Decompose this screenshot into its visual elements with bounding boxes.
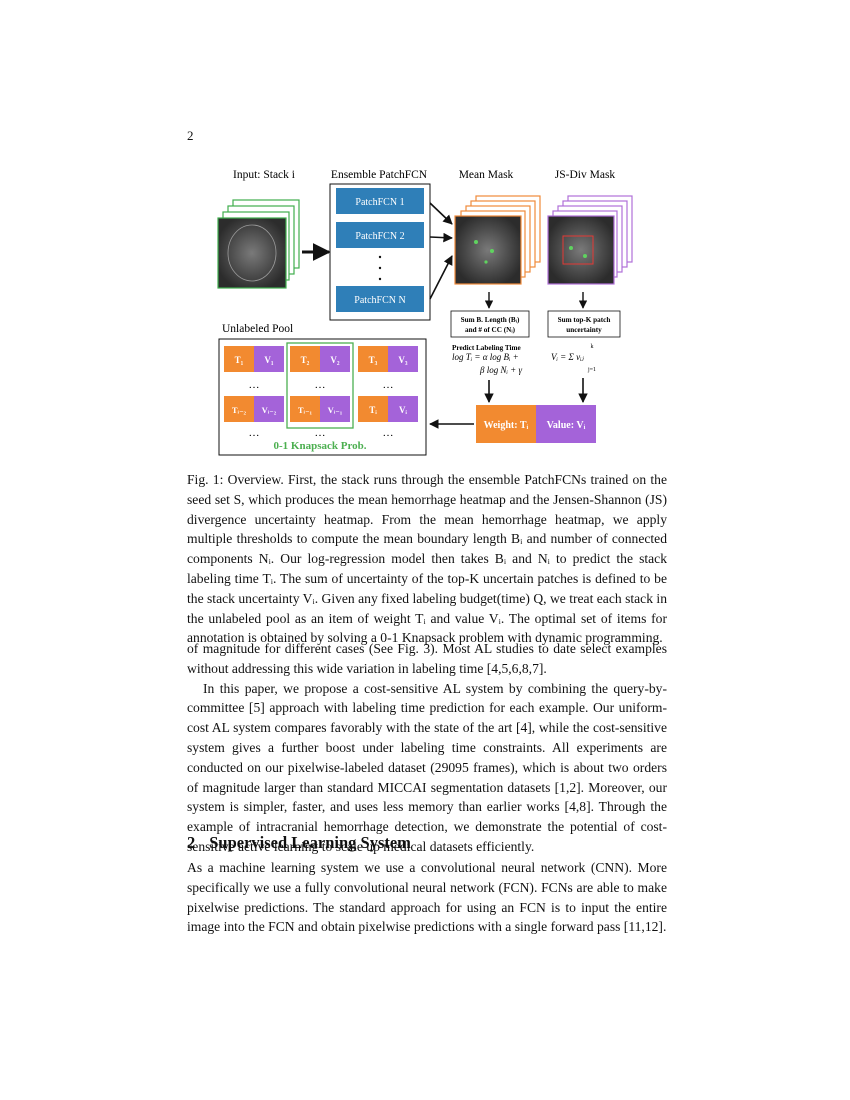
knapsack-label: 0-1 Knapsack Prob. [273,440,366,452]
patchfcn-n-label: PatchFCN N [354,295,405,306]
value-block [536,405,596,443]
svg-text:…: … [315,379,326,391]
js-div-mask-stack [547,195,633,285]
svg-text:V₃: V₃ [398,355,407,365]
svg-text:…: … [383,379,394,391]
value-eq: Vᵢ = Σ vᵢⱼ [551,352,585,362]
weight-label: Weight: Tᵢ [484,420,529,431]
svg-text:V₂: V₂ [330,355,339,365]
sum-topk-box [547,310,621,338]
svg-text:…: … [315,427,326,439]
figure-caption: Fig. 1: Overview. First, the stack runs … [187,472,667,646]
svg-text:Tᵢ₋₂: Tᵢ₋₂ [232,405,247,415]
section-number: 2 [187,833,196,852]
page-number: 2 [187,128,194,143]
svg-text:Sum B. Length (Bᵢ): Sum B. Length (Bᵢ) [461,316,520,324]
pool-label: Unlabeled Pool [222,323,293,335]
section-title: Supervised Learning System [209,833,411,852]
svg-text:Sum top-K patch: Sum top-K patch [558,316,611,324]
ensemble-label: Ensemble PatchFCN [331,169,428,181]
value-label: Value: Vᵢ [547,420,586,431]
svg-text:j=1: j=1 [587,367,596,373]
knapsack-selection [286,342,354,429]
svg-text:k: k [591,344,594,350]
svg-text:uncertainty: uncertainty [566,326,602,334]
svg-text:Tᵢ: Tᵢ [369,405,377,415]
svg-text:V₁: V₁ [264,355,273,365]
svg-text:Vᵢ₋₂: Vᵢ₋₂ [262,405,277,415]
svg-text:Tᵢ₋₁: Tᵢ₋₁ [298,405,313,415]
svg-text:Vᵢ: Vᵢ [399,405,407,415]
mean-mask-label: Mean Mask [459,169,514,181]
svg-text:T₁: T₁ [235,355,244,365]
patchfcn-1-block [336,188,424,214]
input-stack [217,199,300,289]
svg-text:T₂: T₂ [301,355,310,365]
sum-boundary-box [450,310,530,338]
svg-text:T₃: T₃ [369,355,378,365]
weight-block [476,405,536,443]
predict-title: Predict Labeling Time [452,344,521,352]
predict-eq-line1: log Tᵢ = α log Bᵢ + [452,352,519,362]
overview-figure: Input: Stack i Ensemble PatchFCN Mean Ma… [217,169,633,456]
body-text: of magnitude for different cases (See Fi… [187,639,667,857]
svg-text:Vᵢ₋₁: Vᵢ₋₁ [328,405,343,415]
mean-mask-stack [454,195,541,285]
js-div-mask-label: JS-Div Mask [555,169,616,181]
svg-text:…: … [383,427,394,439]
patchfcn-2-block [336,222,424,248]
input-stack-label: Input: Stack i [233,169,295,181]
svg-text:and # of CC (Nᵢ): and # of CC (Nᵢ) [465,326,516,334]
paragraph: of magnitude for different cases (See Fi… [187,641,667,676]
section-heading: 2 Supervised Learning System [187,833,425,853]
section-paragraph: As a machine learning system we use a co… [187,860,667,935]
patchfcn-n-block [336,286,424,312]
predict-eq-line2: β log Nᵢ + γ [479,365,522,375]
paragraph: In this paper, we propose a cost-sensiti… [187,680,667,854]
patchfcn-1-label: PatchFCN 1 [355,197,404,208]
svg-text:…: … [249,379,260,391]
svg-text:…: … [249,427,260,439]
patchfcn-2-label: PatchFCN 2 [355,231,404,242]
